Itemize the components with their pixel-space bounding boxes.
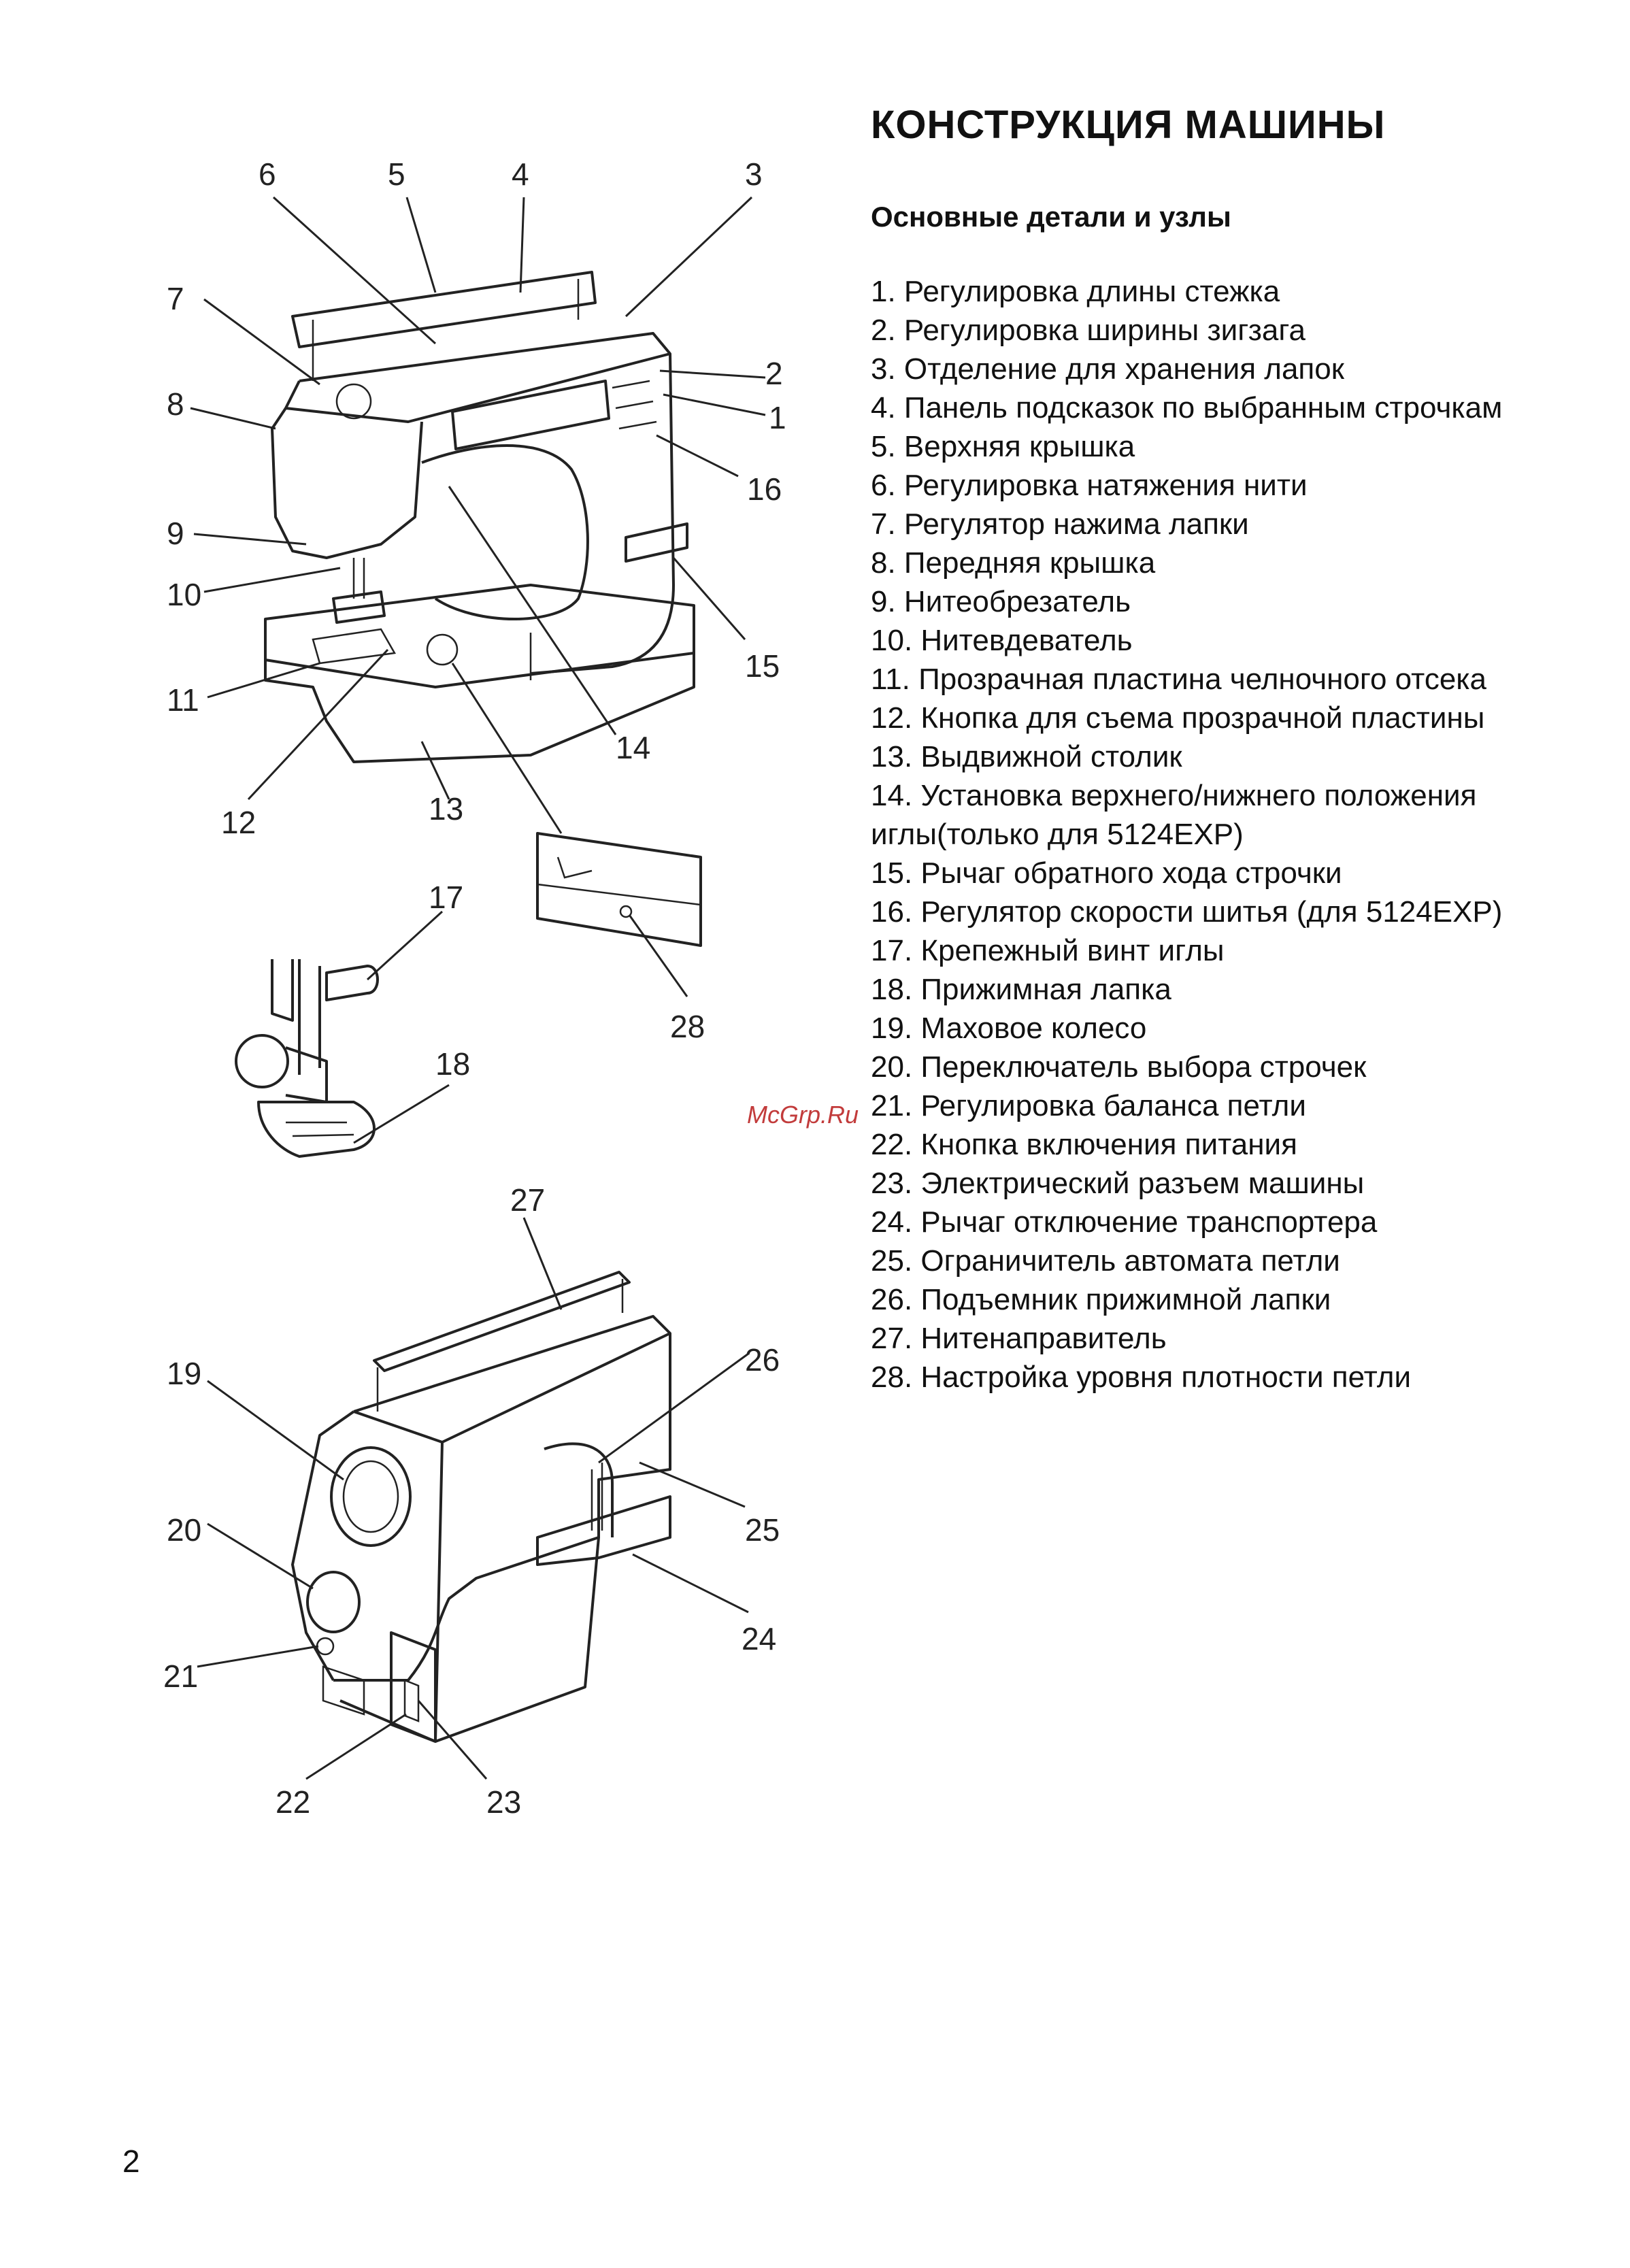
callout-20: 20 <box>167 1512 201 1548</box>
list-item: 23. Электрический разъем машины <box>871 1167 1365 1200</box>
callout-6: 6 <box>259 156 276 192</box>
callout-14: 14 <box>616 730 650 765</box>
list-item: 17. Крепежный винт иглы <box>871 934 1225 967</box>
callout-8: 8 <box>167 386 184 422</box>
callout-7: 7 <box>167 281 184 316</box>
list-item: 18. Прижимная лапка <box>871 973 1171 1006</box>
callout-2: 2 <box>765 356 783 391</box>
list-item: 28. Настройка уровня плотности петли <box>871 1361 1412 1394</box>
callout-5: 5 <box>388 156 405 192</box>
callout-numbers: 6 5 4 3 7 2 8 1 16 9 10 15 11 14 12 13 1… <box>163 156 786 1820</box>
list-item: 27. Нитенаправитель <box>871 1322 1167 1355</box>
callout-28: 28 <box>670 1009 705 1044</box>
leader-lines <box>190 196 766 1780</box>
callout-3: 3 <box>745 156 763 192</box>
section-subtitle: Основные детали и узлы <box>871 201 1231 233</box>
list-item: 26. Подъемник прижимной лапки <box>871 1283 1331 1316</box>
callout-12: 12 <box>221 805 256 840</box>
callout-25: 25 <box>745 1512 780 1548</box>
list-item: 24. Рычаг отключение транспортера <box>871 1205 1378 1239</box>
list-item: 25. Ограничитель автомата петли <box>871 1244 1340 1278</box>
list-item: 21. Регулировка баланса петли <box>871 1089 1306 1122</box>
list-item: 20. Переключатель выбора строчек <box>871 1050 1367 1084</box>
callout-18: 18 <box>435 1046 470 1082</box>
page-number: 2 <box>122 2144 140 2179</box>
callout-24: 24 <box>742 1621 776 1656</box>
list-item: 4. Панель подсказок по выбранным строчка… <box>871 391 1503 424</box>
list-item: 8. Передняя крышка <box>871 546 1156 580</box>
parts-list: 1. Регулировка длины стежка 2. Регулиров… <box>871 272 1551 1397</box>
thread-density-inset <box>536 832 702 947</box>
callout-26: 26 <box>745 1342 780 1378</box>
machine-front-view <box>264 271 695 763</box>
callout-19: 19 <box>167 1356 201 1391</box>
list-item: 1. Регулировка длины стежка <box>871 275 1280 308</box>
list-item: 9. Нитеобрезатель <box>871 585 1131 618</box>
list-item: 5. Верхняя крышка <box>871 430 1135 463</box>
list-item: 7. Регулятор нажима лапки <box>871 507 1249 541</box>
list-item: 14. Установка верхнего/нижнего положения… <box>871 779 1477 851</box>
callout-13: 13 <box>429 791 463 827</box>
callout-17: 17 <box>429 880 463 915</box>
list-item: 3. Отделение для хранения лапок <box>871 352 1344 386</box>
machine-rear-view <box>291 1271 671 1743</box>
callout-27: 27 <box>510 1182 545 1218</box>
list-item: 10. Нитевдеватель <box>871 624 1133 657</box>
callout-21: 21 <box>163 1658 198 1694</box>
callout-11: 11 <box>167 682 199 718</box>
list-item: 6. Регулировка натяжения нити <box>871 469 1308 502</box>
callout-10: 10 <box>167 577 201 612</box>
callout-16: 16 <box>747 471 782 507</box>
callout-9: 9 <box>167 516 184 551</box>
callout-4: 4 <box>512 156 529 192</box>
callout-1: 1 <box>769 400 786 435</box>
callout-23: 23 <box>486 1784 521 1820</box>
list-item: 19. Маховое колесо <box>871 1012 1147 1045</box>
list-item: 16. Регулятор скорости шитья (для 5124EX… <box>871 895 1503 929</box>
callout-15: 15 <box>745 648 780 684</box>
list-item: 2. Регулировка ширины зигзага <box>871 314 1305 347</box>
list-item: 15. Рычаг обратного хода строчки <box>871 856 1342 890</box>
page-title: КОНСТРУКЦИЯ МАШИНЫ <box>871 103 1386 147</box>
list-item: 22. Кнопка включения питания <box>871 1128 1297 1161</box>
callout-22: 22 <box>276 1784 310 1820</box>
watermark: McGrp.Ru <box>747 1101 859 1129</box>
list-item: 13. Выдвижной столик <box>871 740 1182 773</box>
needle-foot-view <box>235 959 379 1158</box>
list-item: 11. Прозрачная пластина челночного отсек… <box>871 663 1486 696</box>
list-item: 12. Кнопка для съема прозрачной пластины <box>871 701 1485 735</box>
